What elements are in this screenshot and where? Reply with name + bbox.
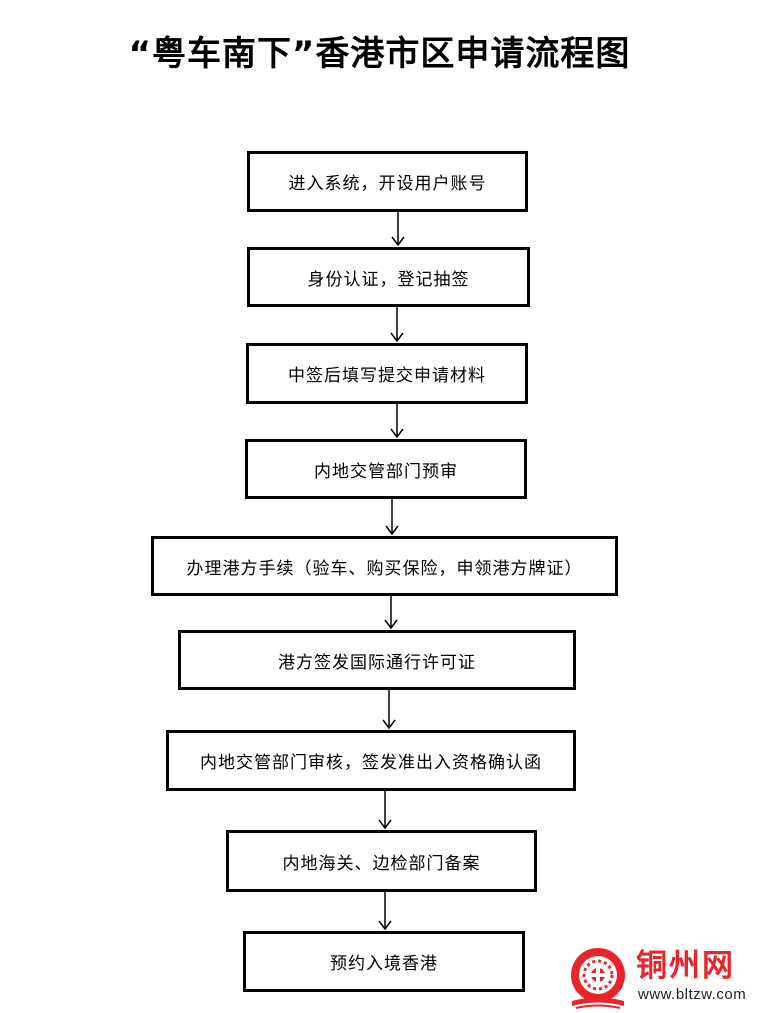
arrow-8 bbox=[378, 892, 392, 931]
diagram-title: “粤车南下”香港市区申请流程图 bbox=[128, 34, 631, 74]
arrow-4 bbox=[385, 499, 399, 536]
step-identity-verification: 身份认证，登记抽签 bbox=[247, 247, 530, 307]
step-hk-procedures: 办理港方手续（验车、购买保险，申领港方牌证） bbox=[151, 536, 618, 596]
step-mainland-approval: 内地交管部门审核，签发准出入资格确认函 bbox=[166, 730, 576, 791]
arrow-3 bbox=[390, 404, 404, 439]
arrow-2 bbox=[390, 307, 404, 343]
arrow-6 bbox=[382, 690, 396, 730]
arrow-5 bbox=[384, 596, 398, 630]
arrow-7 bbox=[378, 791, 392, 830]
site-name: 铜州网 bbox=[636, 948, 735, 984]
site-logo-icon bbox=[571, 948, 625, 1009]
step-create-account: 进入系统，开设用户账号 bbox=[247, 151, 528, 212]
site-url: www.bltzw.com bbox=[638, 986, 747, 1003]
step-customs-filing: 内地海关、边检部门备案 bbox=[226, 830, 537, 892]
arrow-1 bbox=[391, 212, 405, 247]
step-mainland-pre-review: 内地交管部门预审 bbox=[245, 439, 527, 499]
step-international-permit: 港方签发国际通行许可证 bbox=[178, 630, 576, 690]
site-watermark: 铜州网 www.bltzw.com bbox=[566, 946, 756, 1010]
step-book-entry: 预约入境香港 bbox=[243, 931, 525, 992]
step-submit-materials: 中签后填写提交申请材料 bbox=[246, 343, 528, 404]
